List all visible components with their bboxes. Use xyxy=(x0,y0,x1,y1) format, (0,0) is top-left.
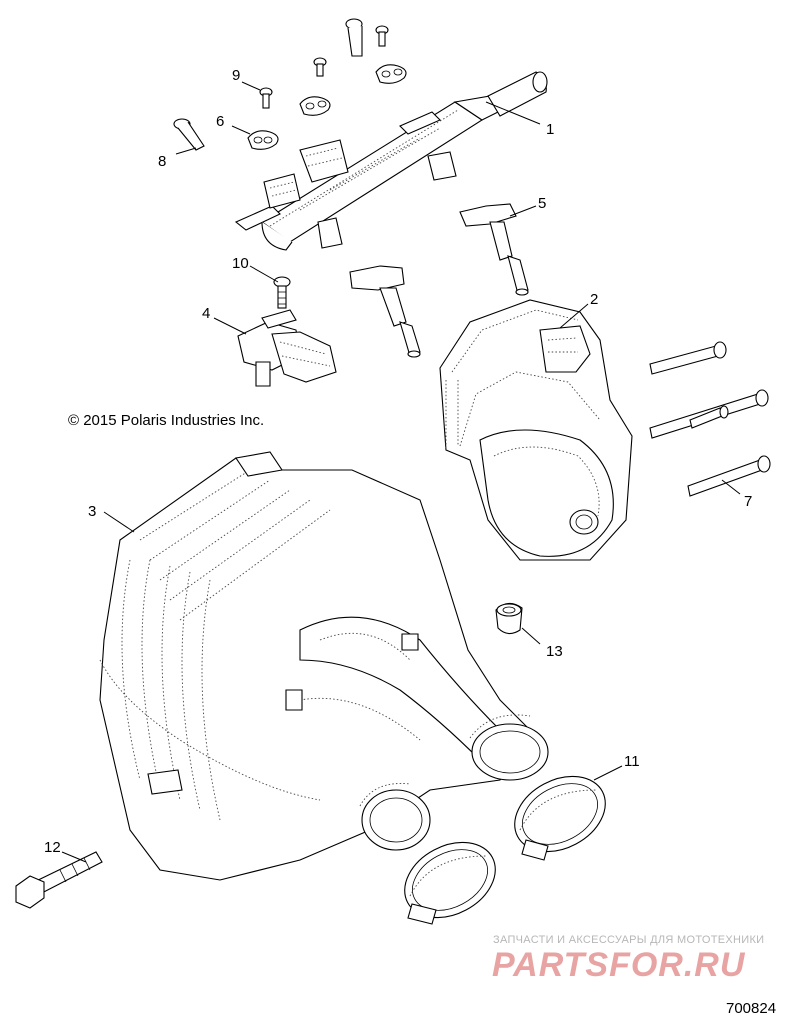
callout-10: 10 xyxy=(232,255,249,272)
callout-4: 4 xyxy=(202,305,210,322)
callout-13: 13 xyxy=(546,643,563,660)
callout-9: 9 xyxy=(232,67,240,84)
callout-1: 1 xyxy=(546,121,554,138)
figure-number: 700824 xyxy=(726,1000,777,1017)
screw-10 xyxy=(273,276,291,309)
map-sensor-4 xyxy=(237,309,337,387)
throttle-body-2 xyxy=(439,299,633,561)
grommet-13 xyxy=(495,602,523,635)
callout-8: 8 xyxy=(158,153,166,170)
callout-6: 6 xyxy=(216,113,224,130)
watermark-logo: PARTSFOR.RU xyxy=(492,946,746,984)
callout-3: 3 xyxy=(88,503,96,520)
callout-12: 12 xyxy=(44,839,61,856)
callout-11: 11 xyxy=(624,753,640,770)
intake-plenum-3 xyxy=(99,451,549,881)
fuel-rail xyxy=(234,71,548,251)
copyright-notice: © 2015 Polaris Industries Inc. xyxy=(68,412,265,429)
bolt-12 xyxy=(15,851,103,909)
long-bolts-7 xyxy=(649,341,771,497)
callout-2: 2 xyxy=(590,291,598,308)
callout-7: 7 xyxy=(744,493,752,510)
spacer-washer-6 xyxy=(247,64,407,150)
hose-clamp-11 xyxy=(404,775,606,925)
fuel-injector-5 xyxy=(349,203,529,358)
rail-bolt-8 xyxy=(173,18,363,151)
callout-5: 5 xyxy=(538,195,546,212)
leader-lines xyxy=(61,81,741,863)
watermark-tagline: ЗАПЧАСТИ И АКСЕССУАРЫ ДЛЯ МОТОТЕХНИКИ xyxy=(493,934,765,946)
small-bolt-9 xyxy=(259,25,389,109)
